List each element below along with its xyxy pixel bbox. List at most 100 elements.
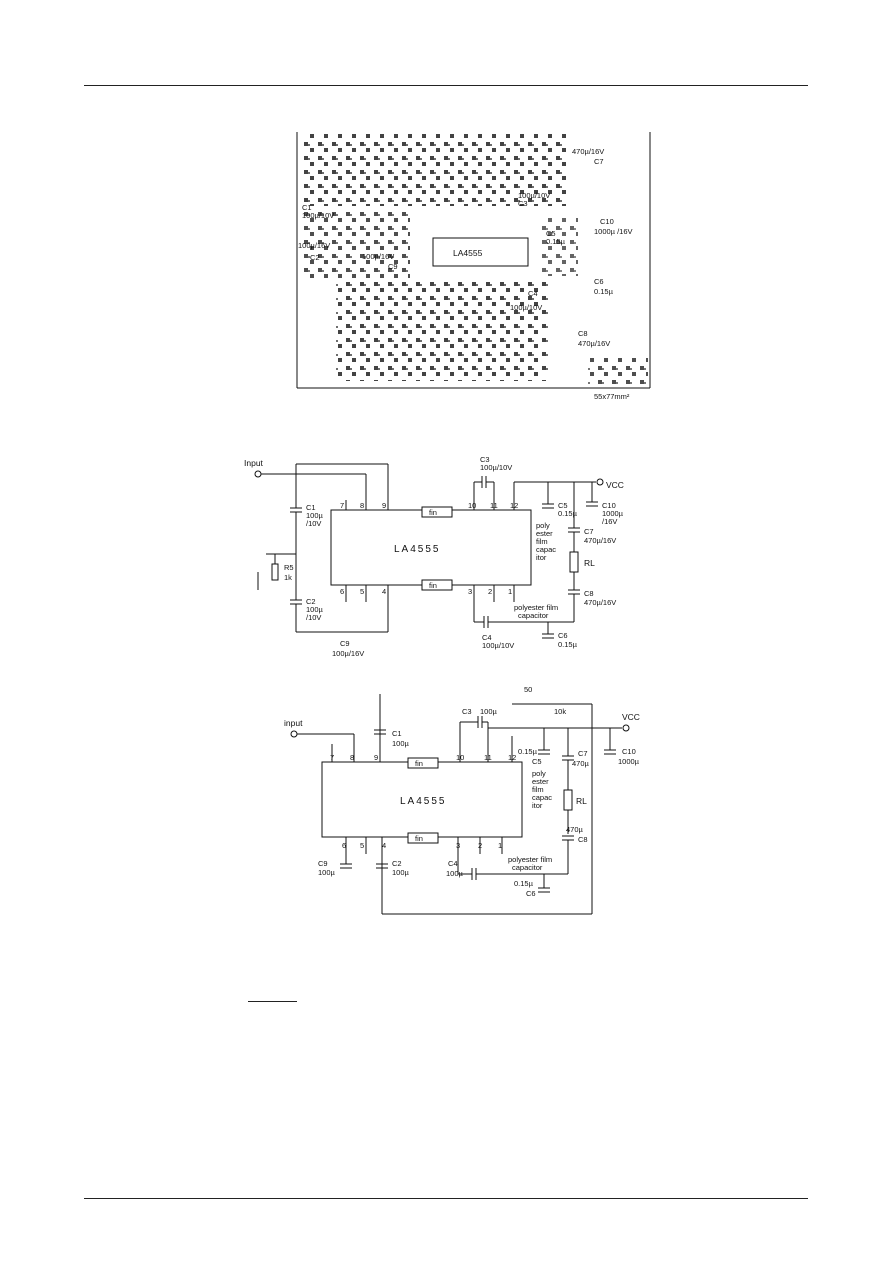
- c1-value: 100µ: [392, 739, 410, 748]
- polyester1-line2: ester: [532, 777, 549, 786]
- pcb-c8-label: C8: [578, 329, 588, 338]
- rl-label: RL: [584, 558, 595, 568]
- c10-value: 1000µ: [618, 757, 640, 766]
- c9-value: 100µ: [318, 868, 336, 877]
- pin-8: 8: [360, 501, 364, 510]
- c1-label: C1: [306, 503, 316, 512]
- vcc-terminal: [596, 478, 604, 486]
- c1-voltage: /10V: [306, 519, 321, 528]
- c5-label: C5: [532, 757, 542, 766]
- pin-11: 11: [490, 501, 498, 510]
- input-terminal: [254, 470, 262, 478]
- pin-1: 1: [498, 841, 502, 850]
- r5-value: 1k: [284, 573, 292, 582]
- c9-label: C9: [318, 859, 328, 868]
- pcb-c5-label: C5: [546, 229, 556, 238]
- c8-value: 470µ: [566, 825, 584, 834]
- fin-bottom: [421, 579, 453, 591]
- input-terminal: [290, 730, 298, 738]
- pcb-c10-value: 1000µ /16V: [594, 227, 633, 236]
- r5-label: R5: [284, 563, 294, 572]
- polyester1-line3: film: [536, 537, 548, 546]
- copper-region: [336, 281, 548, 381]
- ic-body: [330, 509, 532, 586]
- rl-label: RL: [576, 796, 587, 806]
- pcb-c10-label: C10: [600, 217, 614, 226]
- pcb-c5-value: 0.15µ: [546, 237, 566, 246]
- c9-value: 100µ/16V: [332, 649, 364, 658]
- c8-value: 470µ/16V: [584, 598, 616, 607]
- pcb-c2-value: 100µ/16V: [298, 241, 330, 250]
- pin-5: 5: [360, 841, 364, 850]
- pcb-c1-label: C1: [302, 203, 312, 212]
- pin-9: 9: [382, 501, 386, 510]
- pcb-c6-value: 0.15µ: [594, 287, 614, 296]
- polyester1-line2: ester: [536, 529, 553, 538]
- pcb-c4-label: C4: [528, 289, 538, 298]
- polyester1-line5: itor: [536, 553, 547, 562]
- pcb-chip-outline: [432, 237, 529, 267]
- c10-label: C10: [602, 501, 616, 510]
- c10-label: C10: [622, 747, 636, 756]
- c1-label: C1: [392, 729, 402, 738]
- polyester1-line1: poly: [532, 769, 546, 778]
- ic-label: LA4555: [400, 796, 446, 807]
- pin-3: 3: [468, 587, 472, 596]
- ic-body: [321, 761, 523, 838]
- fin-bottom-label: fin: [415, 834, 423, 843]
- polyester1-line4: capac: [536, 545, 556, 554]
- c9-label: C9: [340, 639, 350, 648]
- fin-top-label: fin: [429, 508, 437, 517]
- c8-label: C8: [584, 589, 594, 598]
- polyester2-line1: polyester film: [508, 855, 552, 864]
- pin-2: 2: [488, 587, 492, 596]
- pcb-c9-value: 100µ/16V: [362, 252, 394, 261]
- schematic-2: LA4555 fin fin 7 8 9 10 11 12 6 5 4 3 2 …: [282, 684, 662, 919]
- c3-label: C3: [462, 707, 472, 716]
- pin-1: 1: [508, 587, 512, 596]
- rl-load: [569, 551, 579, 573]
- polyester2-line1: polyester film: [514, 603, 558, 612]
- pin-4: 4: [382, 587, 386, 596]
- pcb-size-label: 55x77mm²: [594, 392, 630, 401]
- vcc-label: VCC: [606, 480, 624, 490]
- c2-label: C2: [306, 597, 316, 606]
- c5-value: 0.15µ: [518, 747, 538, 756]
- pcb-c9-label: C9: [388, 262, 398, 271]
- rl-load: [563, 789, 573, 811]
- copper-region: [538, 216, 578, 276]
- c5-value: 0.15µ: [558, 509, 578, 518]
- copper-region: [300, 134, 568, 206]
- vcc-label: VCC: [622, 712, 640, 722]
- pin-12: 12: [510, 501, 518, 510]
- c3-value: 100µ: [480, 707, 498, 716]
- pin-7: 7: [340, 501, 344, 510]
- fin-bottom: [407, 832, 439, 844]
- fin-top: [407, 757, 439, 769]
- c2-value: 100µ: [392, 868, 410, 877]
- c6-label: C6: [526, 889, 536, 898]
- c10-voltage: /16V: [602, 517, 617, 526]
- vcc-terminal: [622, 724, 630, 732]
- polyester2-line2: capacitor: [512, 863, 543, 872]
- c7-label: C7: [578, 749, 588, 758]
- pcb-layout-figure: LA4555 470µ/16V C7 100µ/10V C3 C1 100µ/1…: [288, 126, 668, 406]
- pcb-c4-value: 100µ/10V: [510, 303, 542, 312]
- pin-6: 6: [342, 841, 346, 850]
- c4-label: C4: [482, 633, 492, 642]
- pcb-c2-label: C2: [310, 253, 320, 262]
- fin-top: [421, 506, 453, 518]
- c6-value: 0.15µ: [514, 879, 534, 888]
- pin-8: 8: [350, 753, 354, 762]
- r5-resistor: [271, 563, 279, 581]
- polyester2-line2: capacitor: [518, 611, 549, 620]
- copper-region: [588, 356, 648, 386]
- ic-label: LA4555: [394, 544, 440, 555]
- pin-4: 4: [382, 841, 386, 850]
- pin-10: 10: [468, 501, 476, 510]
- input-label: input: [284, 718, 303, 728]
- c4-value: 100µ: [446, 869, 464, 878]
- pcb-chip-label: LA4555: [453, 248, 483, 258]
- pcb-c7-label: C7: [594, 157, 604, 166]
- pcb-c3-label: C3: [518, 199, 528, 208]
